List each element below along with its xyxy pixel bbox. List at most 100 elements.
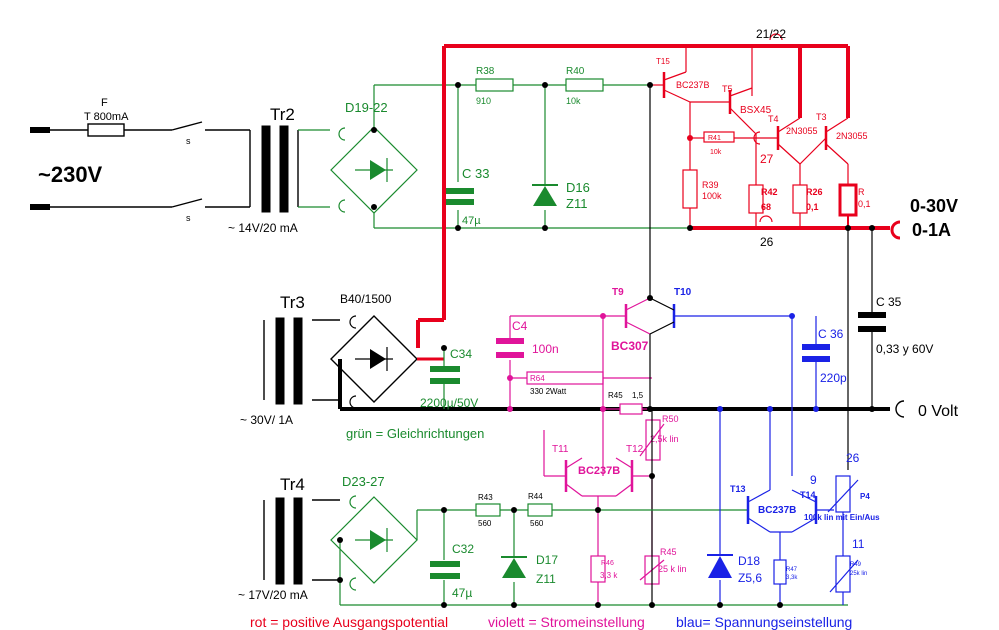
tr4-name: Tr4	[280, 475, 305, 494]
d16-name: D16	[566, 180, 590, 195]
d16-value: Z11	[566, 196, 587, 211]
t9-t10-pair	[624, 85, 873, 605]
ground-terminal	[895, 400, 905, 418]
r42-name: R42	[761, 187, 778, 197]
r43-resistor	[475, 503, 501, 517]
tr2-name: Tr2	[270, 105, 295, 124]
bc237b-low: BC237B	[758, 505, 796, 516]
bc237b-mid: BC237B	[578, 465, 620, 477]
c35-plate-bottom	[858, 326, 886, 332]
r45a-name: R45	[608, 391, 623, 400]
t14-name: T14	[800, 490, 816, 500]
shunt-value: 0,1	[858, 199, 871, 209]
r64-value: 330 2Watt	[530, 387, 567, 396]
r50-pot	[645, 419, 661, 461]
legend-blue: blau= Spannungseinstellung	[676, 614, 852, 630]
d16-diode	[533, 186, 557, 206]
p4-value: 100k lin mit Ein/Aus	[804, 513, 880, 522]
switch-label-bottom: s	[186, 213, 191, 223]
r49-value: 25k lin	[850, 571, 867, 577]
c34-name: C34	[450, 347, 472, 361]
r44-value: 560	[530, 519, 544, 528]
r39-resistor	[682, 169, 698, 209]
r39-value: 100k	[702, 191, 722, 201]
t4-name: T4	[768, 114, 779, 124]
c33-value: 47µ	[462, 215, 481, 227]
r49-name: R49	[850, 562, 862, 568]
t15-name: T15	[656, 57, 670, 66]
r40-value: 10k	[566, 96, 581, 106]
c36-name: C 36	[818, 327, 844, 341]
switch-bottom	[171, 198, 203, 208]
t4-type: 2N3055	[786, 126, 818, 136]
r38-resistor	[475, 78, 514, 92]
d18-name: D18	[738, 554, 760, 568]
mains-section	[30, 121, 250, 210]
legend-violet: violett = Stromeinstellung	[488, 614, 645, 630]
r46-name: R46	[601, 560, 614, 567]
c4-name: C4	[512, 319, 528, 333]
tr2-bridge-wiring	[298, 78, 700, 229]
fuse	[87, 123, 125, 137]
r42-value: 68	[761, 202, 771, 212]
tr2-bridge-label: D19-22	[345, 100, 388, 115]
c32-plate-top	[430, 561, 460, 567]
tr3-bridge-label: B40/1500	[340, 292, 392, 306]
c33-plate-bottom	[444, 199, 474, 205]
c35-value: 0,33 y 60V	[876, 342, 933, 356]
r26-value: 0,1	[806, 202, 819, 212]
c4-plate-top	[496, 338, 524, 344]
r49-pot	[835, 555, 851, 593]
tr2-rating: ~ 14V/20 mA	[228, 221, 298, 235]
legend-green: grün = Gleichrichtungen	[346, 426, 484, 441]
output-current: 0-1A	[912, 220, 951, 240]
t12-name: T12	[626, 444, 644, 455]
d17-name: D17	[536, 553, 558, 567]
d18-diode	[708, 556, 732, 578]
mains-voltage: ~230V	[38, 162, 103, 187]
ground-label: 0 Volt	[918, 403, 959, 420]
t3-type: 2N3055	[836, 131, 868, 141]
c36-plate-bottom	[802, 356, 830, 362]
fuse-value: T 800mA	[84, 111, 129, 123]
bc307-label: BC307	[611, 339, 649, 353]
junction-dots	[337, 82, 875, 608]
p4-name: P4	[860, 492, 870, 501]
t3-name: T3	[816, 112, 827, 122]
r38-value: 910	[476, 96, 491, 106]
d18-value: Z5,6	[738, 571, 762, 585]
c35-plate-top	[858, 312, 886, 318]
r43-name: R43	[478, 493, 493, 502]
node-21-22: 21/22	[756, 27, 786, 41]
tr4-bridge-label: D23-27	[342, 474, 385, 489]
t9-name: T9	[612, 287, 624, 298]
r45b-name: R45	[660, 547, 677, 557]
r41-value: 10k	[710, 149, 722, 156]
magenta-current-wiring	[509, 315, 665, 605]
c36-plate-top	[802, 344, 830, 350]
r43-value: 560	[478, 519, 492, 528]
tr2-transformer	[249, 125, 299, 213]
r39-name: R39	[702, 180, 719, 190]
node-11: 11	[852, 537, 865, 551]
r40-resistor	[565, 78, 604, 92]
r45a-value: 1,5	[632, 391, 644, 400]
t5-type: BSX45	[740, 105, 772, 116]
tr4-rating: ~ 17V/20 mA	[238, 588, 308, 602]
red-power-wiring	[416, 33, 890, 348]
c4-value: 100n	[532, 342, 559, 356]
c32-value: 47µ	[452, 586, 472, 600]
c36-value: 220p	[820, 371, 847, 385]
c32-name: C32	[452, 542, 474, 556]
shunt-resistor	[838, 183, 858, 217]
fuse-label: F	[101, 97, 108, 109]
c33-name: C 33	[462, 166, 489, 181]
c32-plate-bottom	[430, 573, 460, 579]
c33-plate-top	[444, 188, 474, 194]
t5-name: T5	[722, 84, 733, 94]
r41-resistor	[703, 131, 735, 143]
c4-plate-bottom	[496, 352, 524, 358]
output-positive-terminal	[890, 220, 901, 240]
switch-top	[171, 121, 203, 131]
node-26-top: 26	[760, 235, 774, 249]
